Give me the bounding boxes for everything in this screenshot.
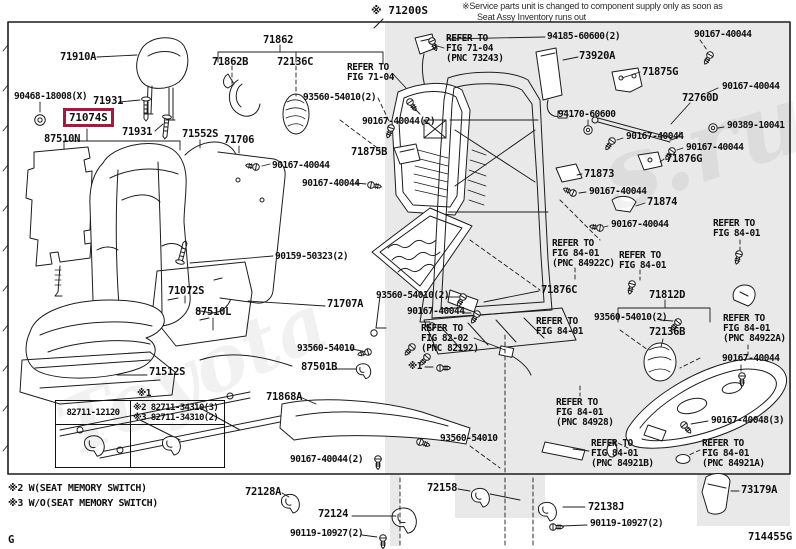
table-header-left: 82711-12120 bbox=[56, 401, 130, 425]
service-note-line2: Seat Assy Inventory runs out bbox=[477, 12, 586, 22]
table-header-right: ※2 82711-34310(3) ※3 82711-34310(2) bbox=[131, 401, 224, 425]
bolt-71931 bbox=[141, 96, 151, 122]
leader-lines bbox=[40, 37, 741, 537]
clip-substitution-table: 82711-12120 ※2 82711-34310(3) ※3 82711-3… bbox=[55, 400, 225, 468]
heater-pad-87510n bbox=[26, 147, 92, 296]
grommet-90468 bbox=[34, 114, 46, 126]
diagram-border bbox=[3, 19, 790, 474]
figure-reference: ※ 71200S bbox=[371, 4, 429, 17]
side-shield bbox=[542, 343, 787, 464]
seat-cushion-71072s bbox=[26, 300, 164, 378]
seatback-cushion bbox=[90, 142, 285, 328]
service-note-line1: ※Service parts unit is changed to compon… bbox=[462, 1, 723, 11]
dashed-lines bbox=[232, 40, 748, 545]
page-letter: G bbox=[8, 534, 15, 546]
diagram-id: 714455G bbox=[748, 531, 793, 543]
rear-frame bbox=[424, 72, 576, 354]
footnote-memory-switch: ※2 W(SEAT MEMORY SWITCH) bbox=[8, 483, 147, 494]
cushion-shield-71512s bbox=[20, 352, 175, 404]
cushion-frame bbox=[371, 208, 472, 336]
table-column-right: ※2 82711-34310(3) ※3 82711-34310(2) bbox=[131, 401, 224, 467]
bolt-71931 bbox=[159, 114, 173, 140]
footnote-no-memory-switch: ※3 W/O(SEAT MEMORY SWITCH) bbox=[8, 498, 158, 509]
table-header-right-line2: ※3 82711-34310(2) bbox=[133, 412, 219, 423]
table-column-left: 82711-12120 bbox=[56, 401, 131, 467]
headrest-71910a bbox=[137, 38, 188, 120]
table-header-right-line1: ※2 82711-34310(3) bbox=[133, 402, 219, 413]
retractor-73920a bbox=[536, 48, 567, 118]
slide-rails bbox=[60, 355, 470, 458]
